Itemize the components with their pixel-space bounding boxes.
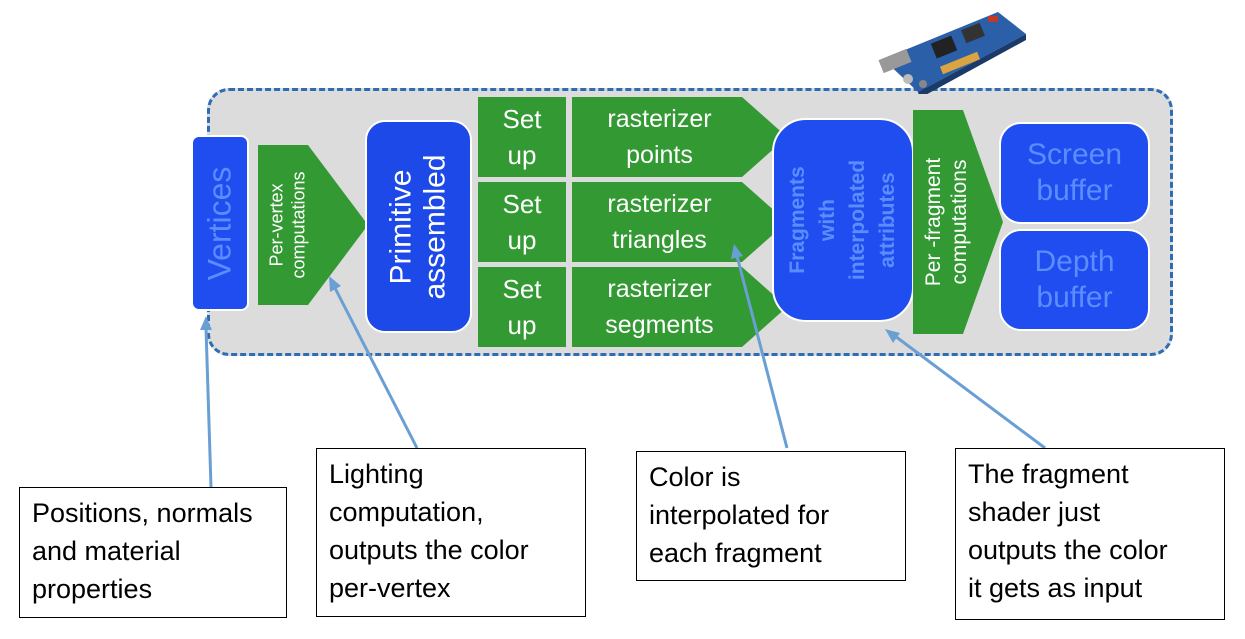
rasterizer-segments-arrow xyxy=(572,267,787,347)
rasterizer-triangles-text: rasterizer triangles xyxy=(572,182,747,262)
note-positions-line-2: and material xyxy=(32,536,181,566)
note-lighting: Lighting computation, outputs the color … xyxy=(316,448,586,617)
setup-segments-box: Set up xyxy=(478,267,566,347)
pointer-positions-head xyxy=(200,316,212,330)
note-shader-line-3: outputs the color xyxy=(968,535,1168,565)
setup-triangles-line-2: up xyxy=(507,225,537,255)
pointer-shader-head xyxy=(885,329,900,343)
note-positions-line-3: properties xyxy=(32,574,153,604)
rasterizer-segments-text: rasterizer segments xyxy=(572,267,747,347)
rasterizer-arrows xyxy=(572,97,787,347)
setup-triangles-line-1: Set xyxy=(502,189,542,219)
note-shader-line-1: The fragment xyxy=(968,459,1129,489)
depth-buffer-line-2: buffer xyxy=(1036,281,1113,314)
screen-buffer-line-1: Screen xyxy=(1026,138,1123,171)
setup-points-line-1: Set xyxy=(502,104,542,134)
note-lighting-line-1: Lighting xyxy=(329,459,424,489)
note-color-line-2: interpolated for xyxy=(649,500,830,530)
pointer-positions xyxy=(204,327,213,488)
pointer-lighting-head xyxy=(329,276,341,292)
note-shader: The fragment shader just outputs the col… xyxy=(955,448,1225,620)
note-lighting-line-3: outputs the color xyxy=(329,535,529,565)
note-positions-line-1: Positions, normals xyxy=(32,498,253,528)
pointer-color-head xyxy=(731,244,743,259)
rasterizer-points-line-2: points xyxy=(626,141,693,169)
rasterizer-triangles-arrow xyxy=(572,182,787,262)
rasterizer-points-arrow xyxy=(572,97,787,177)
graphics-card-image xyxy=(878,12,1026,94)
rasterizer-segments-line-1: rasterizer xyxy=(607,275,712,303)
note-lighting-line-2: computation, xyxy=(329,497,484,527)
setup-triangles-box: Set up xyxy=(478,182,566,262)
note-color: Color is interpolated for each fragment xyxy=(636,451,906,581)
note-color-line-3: each fragment xyxy=(649,538,822,568)
rasterizer-triangles-line-2: triangles xyxy=(612,226,707,254)
setup-points-box: Set up xyxy=(478,97,566,177)
per-fragment-arrow xyxy=(913,110,1003,334)
note-shader-line-4: it gets as input xyxy=(968,573,1143,603)
setup-segments-line-1: Set xyxy=(502,274,542,304)
note-color-line-1: Color is xyxy=(649,462,741,492)
rasterizer-segments-line-2: segments xyxy=(605,311,714,339)
per-vertex-arrow xyxy=(258,145,368,305)
setup-points-line-2: up xyxy=(507,140,537,170)
primitive-assembled-box: Primitive assembled xyxy=(365,120,472,333)
rasterizer-points-text: rasterizer points xyxy=(572,97,747,177)
depth-buffer-line-1: Depth xyxy=(1034,245,1115,278)
setup-segments-line-2: up xyxy=(507,310,537,340)
note-shader-line-2: shader just xyxy=(968,497,1101,527)
fragments-box: Fragments with interpolated attributes xyxy=(772,118,914,322)
rasterizer-triangles-line-1: rasterizer xyxy=(607,190,712,218)
pointer-lighting xyxy=(333,287,419,449)
pointer-shader xyxy=(894,334,1046,450)
vertices-box: Vertices xyxy=(191,135,249,311)
pointer-color xyxy=(735,255,789,449)
note-lighting-line-4: per-vertex xyxy=(329,573,451,603)
note-positions: Positions, normals and material properti… xyxy=(19,487,287,618)
rasterizer-points-line-1: rasterizer xyxy=(607,105,712,133)
screen-buffer-line-2: buffer xyxy=(1036,174,1113,207)
